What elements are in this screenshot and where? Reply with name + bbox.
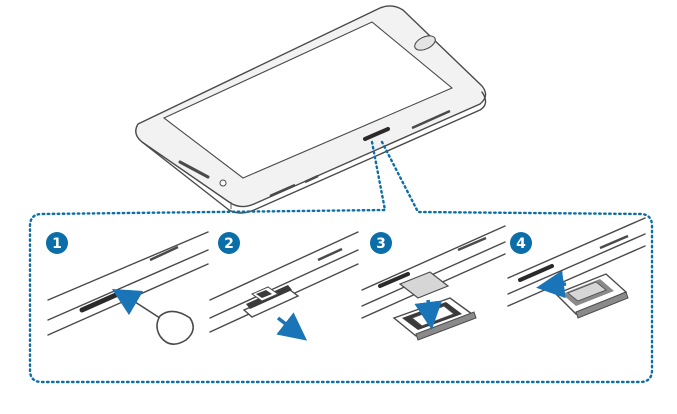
step-3-tray — [392, 297, 477, 341]
home-button — [414, 35, 436, 51]
step-1-number: 1 — [52, 236, 62, 252]
step-1-badge: 1 — [46, 232, 68, 254]
step-3-sim-card — [398, 271, 450, 299]
speaker-grill — [178, 160, 210, 179]
step-3-arrow — [414, 299, 443, 330]
phone — [135, 5, 487, 214]
step-2-tray — [242, 285, 300, 318]
step-2-badge: 2 — [218, 232, 240, 254]
step-1-panel: 1 — [46, 231, 209, 345]
front-camera — [219, 179, 227, 187]
step-4-panel: 4 — [507, 217, 646, 319]
step-2-panel: 2 — [209, 231, 359, 341]
step-4-badge: 4 — [510, 232, 532, 254]
step-1-arrow — [111, 288, 144, 316]
callout-frame — [28, 140, 654, 384]
step-4-tray — [554, 273, 629, 319]
step-3-panel: 3 — [361, 225, 506, 341]
step-4-arrow — [536, 270, 567, 299]
sim-slot-marker — [363, 127, 390, 141]
step-2-arrow — [276, 312, 308, 341]
phone-screen — [162, 21, 454, 179]
ejection-pin — [131, 299, 164, 321]
step-3-badge: 3 — [370, 232, 392, 254]
step-2-number: 2 — [224, 236, 234, 252]
step-3-number: 3 — [376, 236, 386, 252]
step-4-number: 4 — [516, 236, 526, 252]
